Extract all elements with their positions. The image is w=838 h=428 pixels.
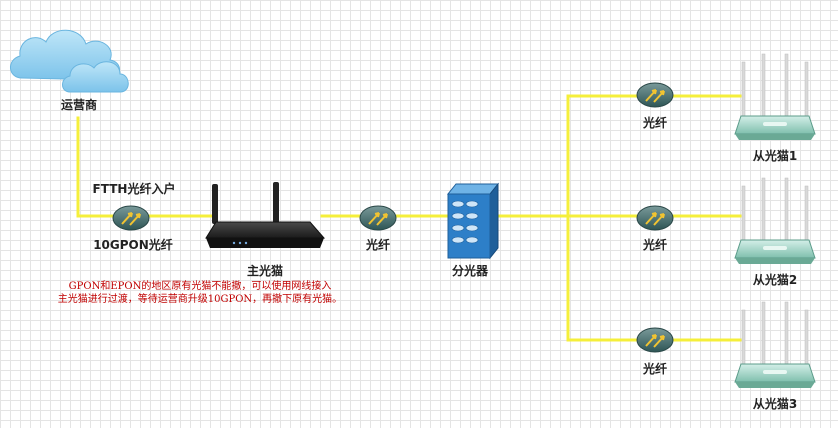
- label-fiber-mid: 光纤: [365, 238, 391, 252]
- fiber-arrows-icon: [359, 205, 397, 231]
- label-ftth: FTTH光纤入户: [92, 182, 176, 196]
- label-10gpon-fiber: 10GPON光纤: [93, 238, 173, 252]
- fiber-arrows-icon: [636, 82, 674, 108]
- link-isp-to-main: [76, 116, 216, 218]
- transition-note: GPON和EPON的地区原有光猫不能撤，可以使用网线接入 主光猫进行过渡，等待运…: [20, 280, 380, 306]
- label-splitter: 分光器: [451, 264, 489, 278]
- wifi-router-icon: [734, 53, 816, 141]
- wifi-router-icon: [734, 177, 816, 265]
- cloud-icon: [10, 29, 129, 93]
- note-line-2: 主光猫进行过渡，等待运营商升级10GPON，再撤下原有光猫。: [57, 294, 343, 305]
- label-fiber-3: 光纤: [642, 362, 668, 376]
- fiber-arrows-icon: [112, 205, 150, 231]
- fiber-arrows-icon: [636, 205, 674, 231]
- label-slave-3: 从光猫3: [752, 397, 798, 411]
- label-fiber-1: 光纤: [642, 116, 668, 130]
- wifi-router-icon: [734, 301, 816, 389]
- router-icon: [205, 182, 326, 248]
- server-icon: [446, 182, 500, 260]
- note-line-1: GPON和EPON的地区原有光猫不能撤，可以使用网线接入: [68, 281, 332, 292]
- label-fiber-2: 光纤: [642, 238, 668, 252]
- label-slave-2: 从光猫2: [752, 273, 798, 287]
- fiber-arrows-icon: [636, 327, 674, 353]
- label-slave-1: 从光猫1: [752, 149, 798, 163]
- label-isp: 运营商: [60, 98, 98, 112]
- label-main-modem: 主光猫: [246, 264, 284, 278]
